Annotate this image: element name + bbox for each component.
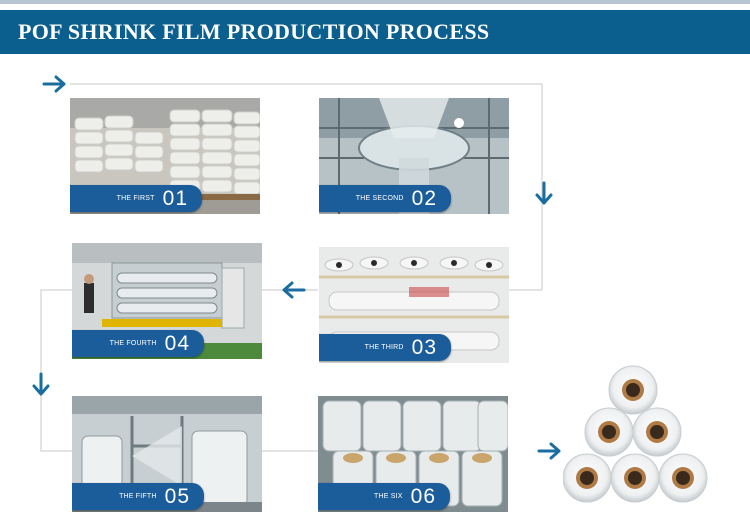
step-label: THE SIX: [374, 493, 403, 500]
film-roll: [563, 453, 612, 503]
film-roll: [608, 365, 658, 415]
step-number: 02: [411, 186, 437, 210]
top-divider: [0, 0, 750, 4]
step-label-tag: THE FIFTH 05: [72, 483, 204, 510]
film-roll: [658, 453, 708, 503]
step-label: THE FOURTH: [109, 340, 157, 347]
step-label: THE SECOND: [355, 195, 404, 202]
step-card-fourth: THE FOURTH 04: [72, 243, 262, 359]
arrow-down-icon: [32, 372, 50, 396]
title-banner: [0, 10, 750, 54]
step-label-tag: THE FOURTH 04: [72, 330, 204, 357]
step-label: THE FIFTH: [119, 493, 157, 500]
step-card-fifth: THE FIFTH 05: [72, 396, 262, 512]
step-label-tag: THE SIX 06: [318, 483, 450, 510]
final-product-rolls-image: [563, 365, 708, 503]
step-number: 05: [164, 484, 190, 508]
film-roll: [584, 407, 634, 457]
step-label-tag: THE FIRST 01: [70, 185, 202, 212]
arrow-down-icon: [535, 181, 553, 205]
step-card-six: THE SIX 06: [318, 396, 508, 512]
step-label: THE FIRST: [116, 195, 155, 202]
step-card-first: THE FIRST 01: [70, 98, 260, 214]
arrow-right-icon: [42, 75, 66, 93]
step-label-tag: THE SECOND 02: [319, 185, 451, 212]
step-number: 03: [411, 335, 437, 359]
page-title: POF SHRINK FILM PRODUCTION PROCESS: [18, 19, 490, 44]
film-roll: [632, 407, 682, 457]
arrow-left-icon: [282, 281, 306, 299]
step-label-tag: THE THIRD 03: [319, 334, 451, 361]
step-number: 06: [410, 484, 436, 508]
step-number: 01: [162, 186, 188, 210]
film-roll: [610, 453, 660, 503]
step-card-third: THE THIRD 03: [319, 247, 509, 363]
step-card-second: THE SECOND 02: [319, 98, 509, 214]
step-label: THE THIRD: [364, 344, 404, 351]
step-number: 04: [164, 331, 190, 355]
arrow-right-icon: [537, 442, 561, 460]
